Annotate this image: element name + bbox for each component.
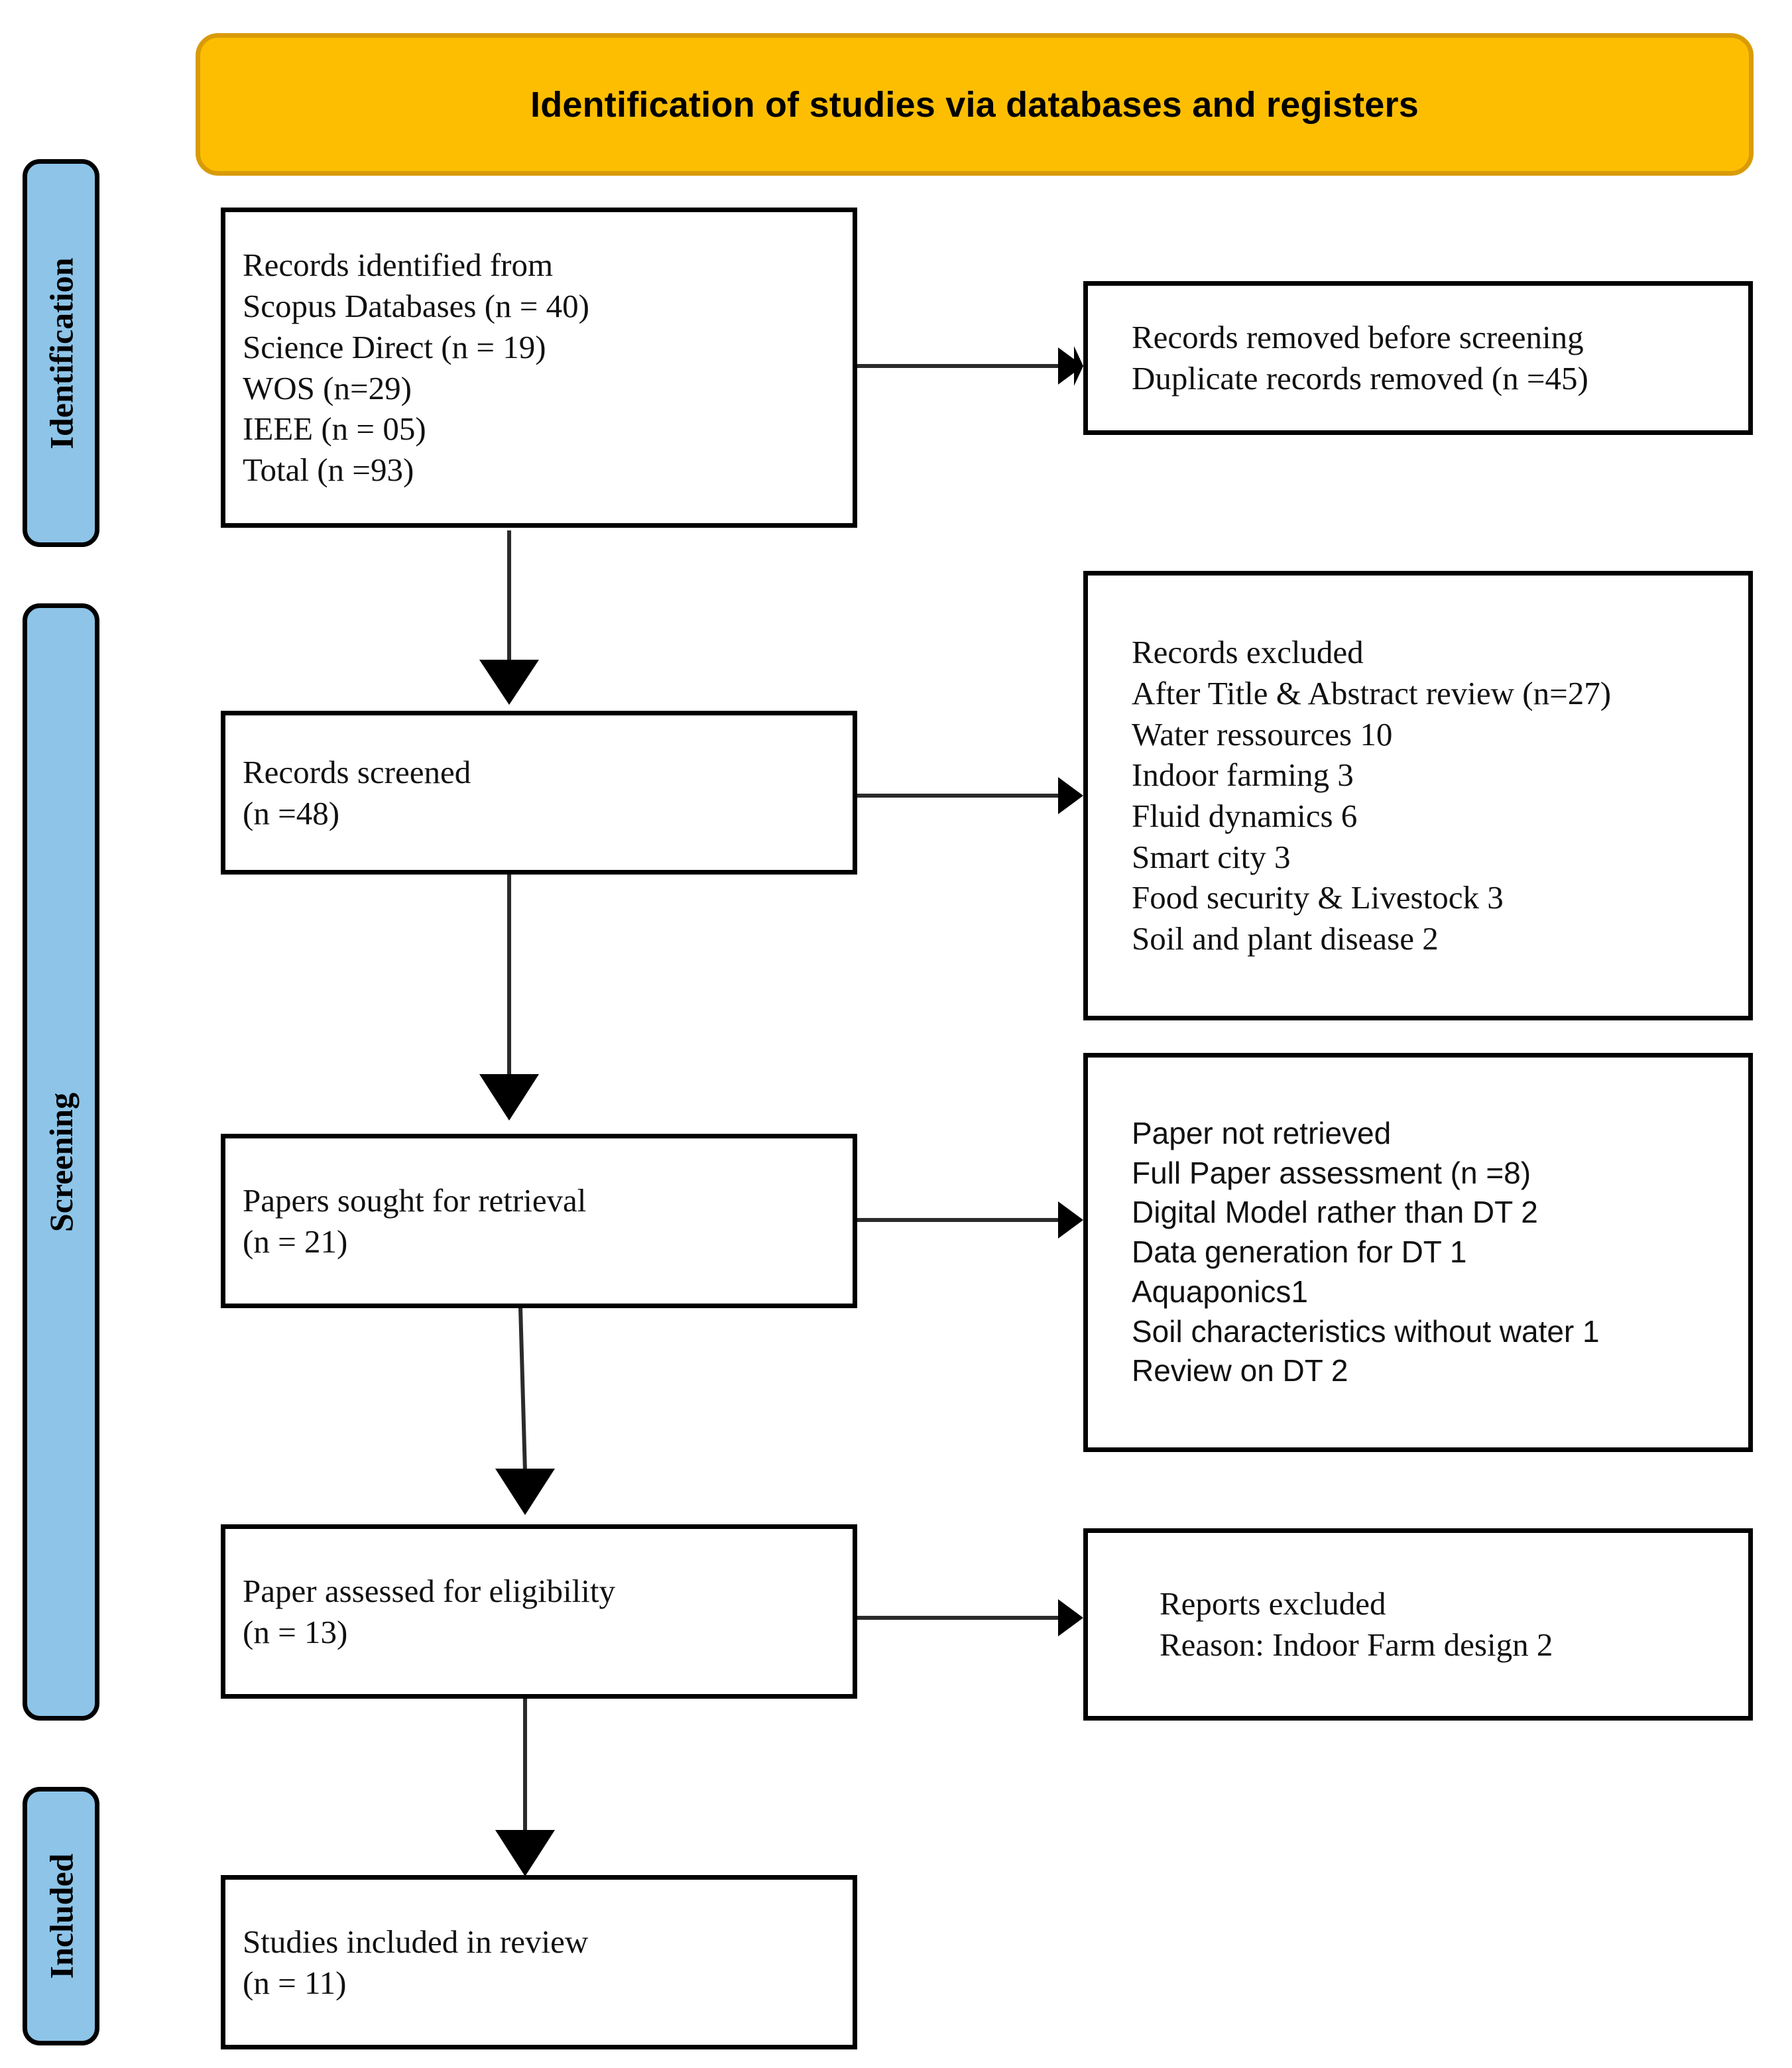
box-line: (n = 13)	[243, 1613, 348, 1650]
box-studies-included-text: Studies included in review (n = 11)	[225, 1921, 853, 2003]
box-records-screened: Records screened (n =48)	[221, 711, 857, 875]
box-reports-excluded-text: Reports excluded Reason: Indoor Farm des…	[1088, 1583, 1748, 1665]
box-records-removed-text: Records removed before screening Duplica…	[1088, 317, 1748, 398]
sidebar-label-screening: Screening	[42, 1092, 80, 1232]
box-line: Duplicate records removed (n =45)	[1132, 360, 1588, 396]
box-paper-assessed: Paper assessed for eligibility (n = 13)	[221, 1524, 857, 1699]
box-line: WOS (n=29)	[243, 369, 412, 406]
box-line: Smart city 3	[1132, 838, 1291, 875]
box-line: Digital Model rather than DT 2	[1132, 1195, 1538, 1230]
box-records-identified: Records identified from Scopus Databases…	[221, 208, 857, 528]
box-line: Full Paper assessment (n =8)	[1132, 1155, 1531, 1190]
box-records-removed: Records removed before screening Duplica…	[1083, 281, 1753, 435]
box-line: Records excluded	[1132, 634, 1364, 671]
box-line: Indoor farming 3	[1132, 757, 1354, 794]
box-reports-excluded: Reports excluded Reason: Indoor Farm des…	[1083, 1528, 1753, 1721]
box-line: Studies included in review	[243, 1923, 589, 1960]
box-line: Review on DT 2	[1132, 1353, 1348, 1388]
box-line: Scopus Databases (n = 40)	[243, 288, 589, 325]
box-line: Papers sought for retrieval	[243, 1182, 587, 1219]
box-papers-sought-text: Papers sought for retrieval (n = 21)	[225, 1180, 853, 1262]
arrow-screened-to-excluded	[857, 777, 1083, 814]
box-paper-assessed-text: Paper assessed for eligibility (n = 13)	[225, 1571, 853, 1652]
box-line: IEEE (n = 05)	[243, 410, 426, 448]
box-line: Soil and plant disease 2	[1132, 920, 1439, 957]
box-line: After Title & Abstract review (n=27)	[1132, 674, 1612, 711]
box-line: Paper not retrieved	[1132, 1115, 1392, 1150]
box-line: Aquaponics1	[1132, 1274, 1308, 1309]
box-line: Reports excluded	[1160, 1585, 1386, 1622]
arrow-screened-to-sought	[479, 874, 539, 1121]
box-line: Records identified from	[243, 247, 554, 284]
box-records-screened-text: Records screened (n =48)	[225, 752, 853, 833]
box-line: Records removed before screening	[1132, 319, 1584, 356]
banner-title: Identification of studies via databases …	[530, 84, 1419, 125]
box-studies-included: Studies included in review (n = 11)	[221, 1875, 857, 2049]
box-line: Fluid dynamics 6	[1132, 798, 1358, 834]
sidebar-stage-identification: Identification	[23, 159, 99, 547]
box-papers-sought: Papers sought for retrieval (n = 21)	[221, 1134, 857, 1308]
sidebar-stage-included: Included	[23, 1787, 99, 2045]
box-line: (n = 11)	[243, 1964, 347, 2001]
box-paper-not-retrieved-text: Paper not retrieved Full Paper assessmen…	[1088, 1114, 1748, 1392]
box-line: (n = 21)	[243, 1223, 348, 1260]
arrow-assessed-to-included	[495, 1697, 555, 1876]
box-paper-not-retrieved: Paper not retrieved Full Paper assessmen…	[1083, 1053, 1753, 1452]
box-line: Food security & Livestock 3	[1132, 879, 1504, 916]
arrow-sought-to-assessed	[495, 1307, 555, 1515]
arrow-sought-to-not-retrieved	[857, 1201, 1083, 1239]
box-line: Paper assessed for eligibility	[243, 1572, 616, 1609]
arrow-identified-to-removed	[857, 346, 1083, 386]
sidebar-stage-screening: Screening	[23, 603, 99, 1721]
box-line: Water ressources 10	[1132, 715, 1393, 753]
arrow-assessed-to-reports-excluded	[857, 1599, 1083, 1636]
box-line: Reason: Indoor Farm design 2	[1160, 1626, 1553, 1663]
box-records-excluded-text: Records excluded After Title & Abstract …	[1088, 632, 1748, 959]
box-records-excluded: Records excluded After Title & Abstract …	[1083, 571, 1753, 1020]
box-line: Soil characteristics without water 1	[1132, 1313, 1600, 1349]
box-records-identified-text: Records identified from Scopus Databases…	[225, 245, 853, 490]
box-line: (n =48)	[243, 794, 340, 831]
identification-banner: Identification of studies via databases …	[196, 33, 1754, 176]
box-line: Data generation for DT 1	[1132, 1235, 1467, 1270]
arrow-identified-to-screened	[479, 530, 539, 705]
box-line: Records screened	[243, 753, 471, 790]
box-line: Science Direct (n = 19)	[243, 328, 546, 365]
box-line: Total (n =93)	[243, 451, 414, 488]
sidebar-label-included: Included	[42, 1853, 80, 1979]
sidebar-label-identification: Identification	[42, 257, 80, 449]
